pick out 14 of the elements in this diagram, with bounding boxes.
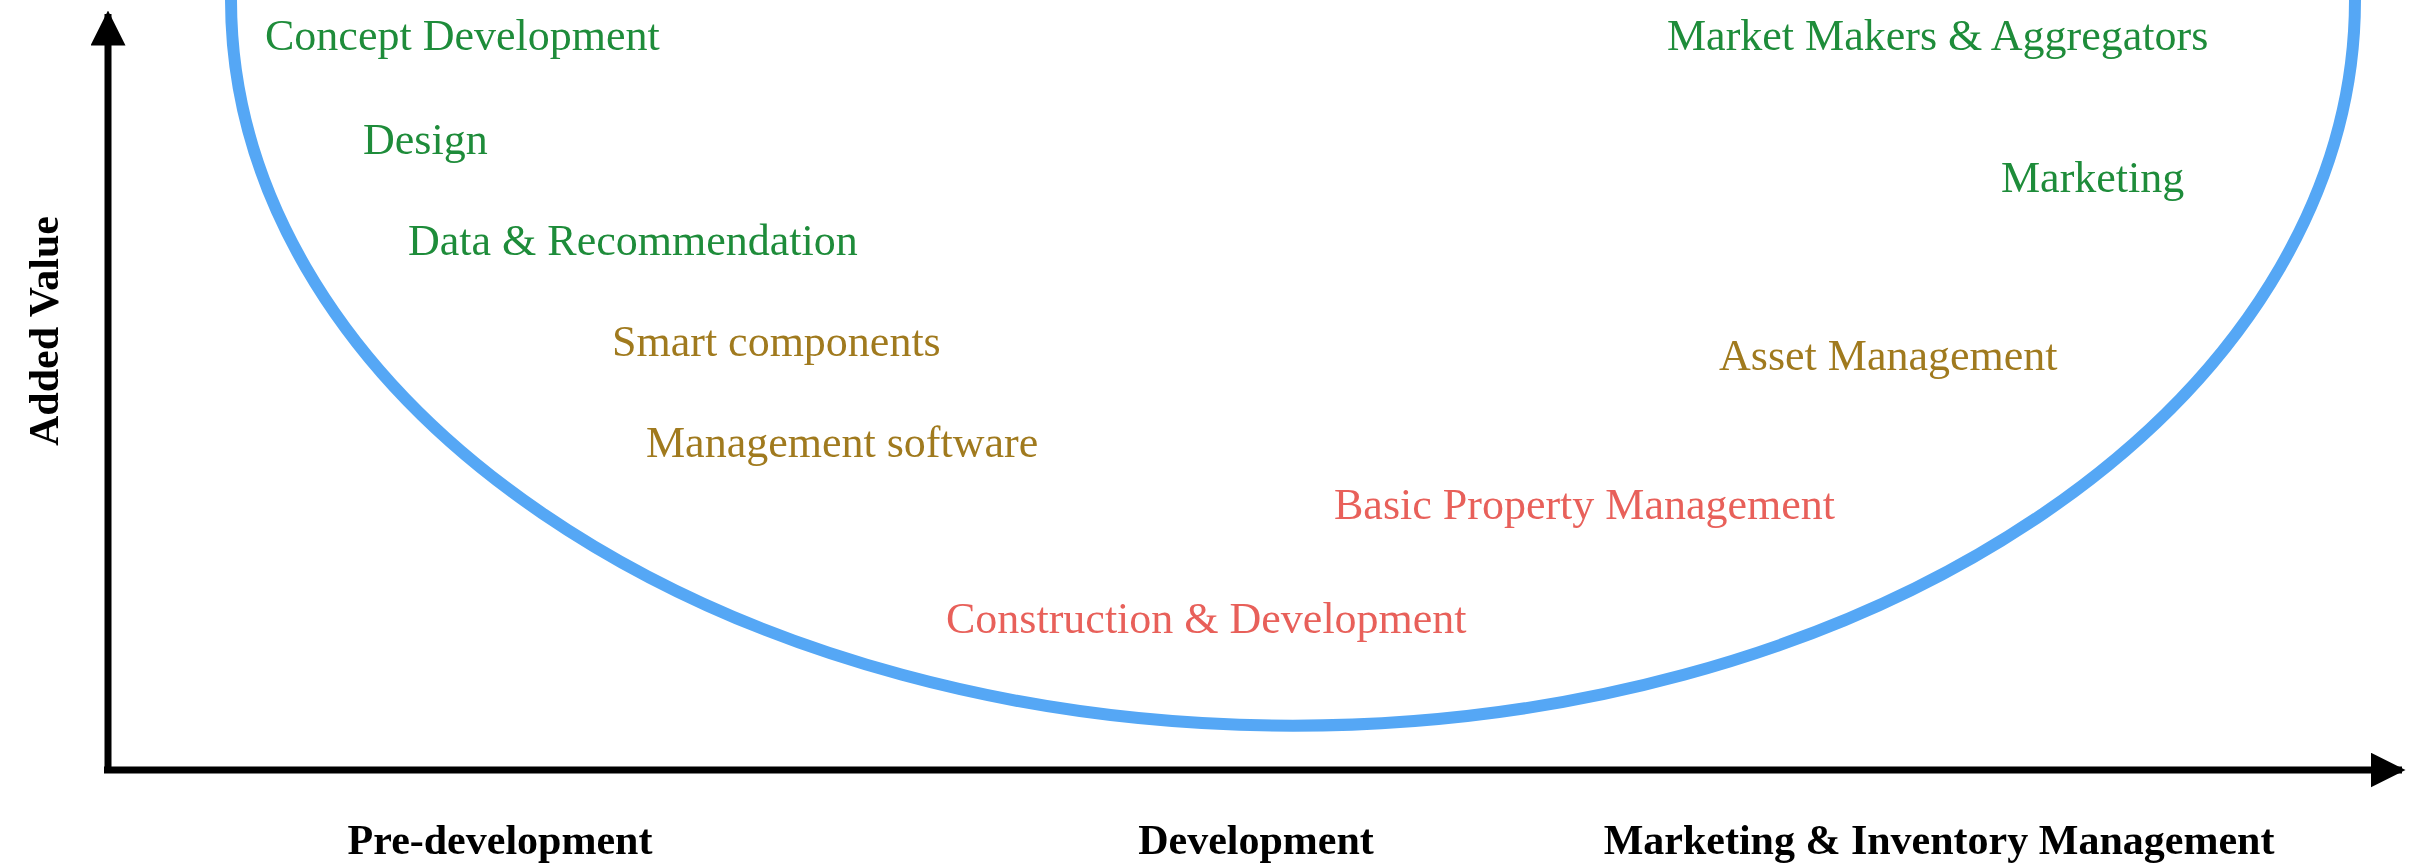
stage-label: Basic Property Management xyxy=(1334,483,1835,527)
stage-label: Concept Development xyxy=(265,14,660,58)
stage-label: Smart components xyxy=(612,320,941,364)
stage-label: Construction & Development xyxy=(946,597,1467,641)
stage-label: Design xyxy=(363,118,488,162)
stage-label: Market Makers & Aggregators xyxy=(1667,14,2209,58)
stage-label: Management software xyxy=(646,421,1039,465)
axis-label: Pre-development xyxy=(347,819,653,861)
stage-label: Asset Management xyxy=(1719,334,2058,378)
stage-label: Data & Recommendation xyxy=(408,219,858,263)
axis-label: Development xyxy=(1138,819,1374,861)
axis-label: Marketing & Inventory Management xyxy=(1603,819,2275,861)
axis-label: Added Value xyxy=(23,216,65,446)
stage-label: Marketing xyxy=(2001,156,2185,200)
